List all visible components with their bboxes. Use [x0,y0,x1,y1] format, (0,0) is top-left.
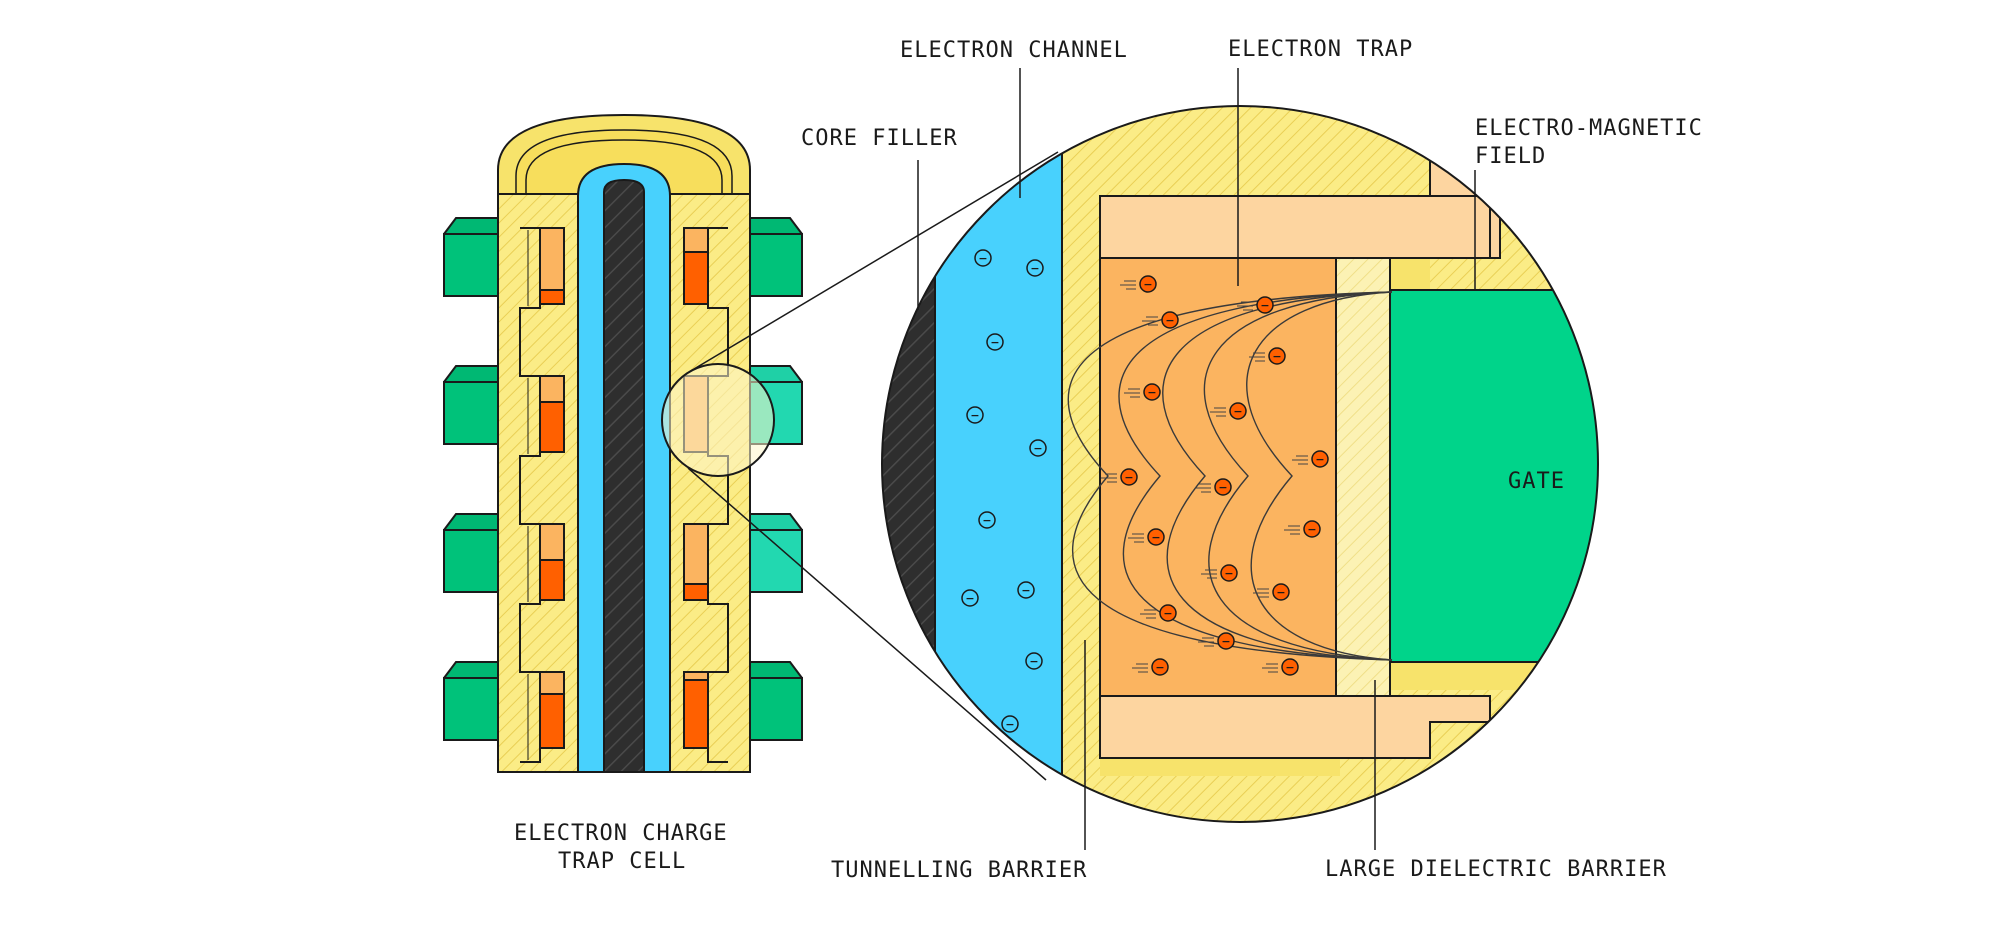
electron: − [986,333,1004,351]
svg-text:−: − [1005,718,1014,731]
electron: − [978,511,996,529]
label-cell-line1: ELECTRON CHARGE [514,821,728,846]
trapped-electron: − [1201,564,1238,582]
gate-label: GATE [1508,469,1565,494]
electron: − [1017,581,1035,599]
svg-text:−: − [1147,386,1156,399]
zoom-electron-channel [934,106,1063,822]
svg-text:−: − [1218,481,1227,494]
label-tunnelling-barrier: TUNNELLING BARRIER [831,858,1087,883]
electron: − [1001,715,1019,733]
svg-text:−: − [1272,350,1281,363]
field-line [1118,291,1393,661]
field-line [1162,291,1393,661]
svg-text:−: − [1165,314,1174,327]
trapped-electron: − [1292,450,1329,468]
leader-lines [917,68,1476,850]
label-core-filler: CORE FILLER [801,126,958,151]
svg-text:−: − [1155,661,1164,674]
svg-text:−: − [1285,661,1294,674]
electron: − [1026,259,1044,277]
trapped-electron: − [1198,632,1235,650]
magnifier-small [661,151,1059,781]
trapped-electron: − [1142,311,1179,329]
trapped-electron: − [1237,296,1274,314]
svg-text:−: − [1143,278,1152,291]
trapped-electron: − [1124,383,1161,401]
svg-text:−: − [1315,453,1324,466]
trapped-electron: − [1262,658,1299,676]
svg-text:−: − [965,592,974,605]
svg-text:−: − [1029,655,1038,668]
zoom-dielectric-bottom [1099,695,1491,759]
svg-text:−: − [1224,567,1233,580]
svg-text:−: − [970,409,979,422]
trapped-electron: − [1253,583,1290,601]
svg-text:−: − [1276,586,1285,599]
trapped-electron: − [1128,528,1165,546]
svg-text:−: − [1033,442,1042,455]
svg-text:−: − [1163,607,1172,620]
label-em-field-line1: ELECTRO-MAGNETIC [1475,116,1703,141]
electron: − [1025,652,1043,670]
svg-text:−: − [982,514,991,527]
trapped-electron: − [1249,347,1286,365]
electron: − [974,249,992,267]
channel-electrons: − − − − − − − − − − [961,249,1047,733]
trapped-electrons: − − − − − − − − − − − − − − − − − [1101,275,1329,676]
trapped-electron: − [1132,658,1169,676]
svg-text:−: − [1124,471,1133,484]
labels: ELECTRON CHANNEL ELECTRON TRAP CORE FILL… [514,37,1703,883]
svg-text:−: − [1021,584,1030,597]
trapped-electron: − [1101,468,1138,486]
trapped-electron: − [1140,604,1177,622]
svg-text:−: − [1233,405,1242,418]
label-em-field-line2: FIELD [1475,144,1546,169]
svg-text:−: − [1151,531,1160,544]
trapped-electron: − [1195,478,1232,496]
zoom-circle: − − − − − − − − − − − − − − − − − − − − − − − − − − − GATE [881,105,1599,823]
cell-core-filler [603,178,645,773]
svg-text:−: − [1221,635,1230,648]
svg-text:−: − [978,252,987,265]
svg-text:−: − [990,336,999,349]
electron: − [966,406,984,424]
left-trap-segments [539,227,565,749]
field-line [1246,291,1393,661]
svg-text:−: − [1260,299,1269,312]
label-electron-trap: ELECTRON TRAP [1228,37,1413,62]
svg-text:−: − [1307,523,1316,536]
trapped-electron: − [1284,520,1321,538]
label-large-dielectric-barrier: LARGE DIELECTRIC BARRIER [1325,857,1667,882]
svg-text:−: − [1030,262,1039,275]
trapped-electron: − [1210,402,1247,420]
trapped-electron: − [1120,275,1157,293]
label-cell-line2: TRAP CELL [558,849,686,874]
zoom-core-filler [882,106,936,822]
trap-cell-column [443,113,803,773]
electron: − [961,589,979,607]
label-electron-channel: ELECTRON CHANNEL [900,38,1128,63]
electron: − [1029,439,1047,457]
field-line [1203,291,1393,661]
